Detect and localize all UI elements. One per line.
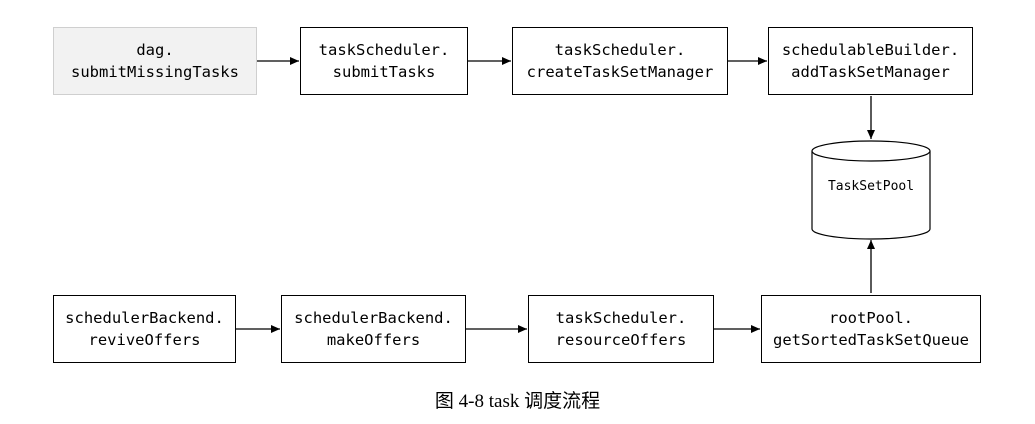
node-line: addTaskSetManager	[791, 63, 950, 81]
node-line: taskScheduler.	[318, 41, 450, 59]
node-schedulerbackend-reviveoffers: schedulerBackend. reviveOffers	[53, 295, 236, 363]
node-line: makeOffers	[326, 331, 421, 349]
node-dag-submitmissingtasks: dag. submitMissingTasks	[53, 27, 257, 95]
tasksetpool-label: TaskSetPool	[827, 179, 915, 194]
node-line: resourceOffers	[555, 331, 687, 349]
figure-caption: 图 4-8 task 调度流程	[434, 391, 601, 412]
node-rootpool-getsortedtasksetqueue: rootPool. getSortedTaskSetQueue	[761, 295, 981, 363]
node-line: createTaskSetManager	[526, 63, 714, 81]
node-schedulerbackend-makeoffers: schedulerBackend. makeOffers	[281, 295, 466, 363]
node-line: rootPool.	[829, 309, 913, 327]
node-line: getSortedTaskSetQueue	[773, 331, 969, 349]
node-line: schedulerBackend.	[294, 309, 453, 327]
tasksetpool-cylinder	[811, 140, 931, 240]
node-taskscheduler-resourceoffers: taskScheduler. resourceOffers	[528, 295, 714, 363]
node-taskscheduler-createtasksetmanager: taskScheduler. createTaskSetManager	[512, 27, 728, 95]
node-line: taskScheduler.	[555, 309, 687, 327]
node-line: schedulerBackend.	[65, 309, 224, 327]
node-line: reviveOffers	[88, 331, 201, 349]
node-schedulablebuilder-addtasksetmanager: schedulableBuilder. addTaskSetManager	[768, 27, 973, 95]
node-taskscheduler-submittasks: taskScheduler. submitTasks	[300, 27, 468, 95]
node-line: taskScheduler.	[554, 41, 686, 59]
node-line: submitTasks	[332, 63, 436, 81]
node-line: submitMissingTasks	[71, 63, 239, 81]
node-line: dag.	[136, 41, 174, 59]
node-line: schedulableBuilder.	[781, 41, 960, 59]
